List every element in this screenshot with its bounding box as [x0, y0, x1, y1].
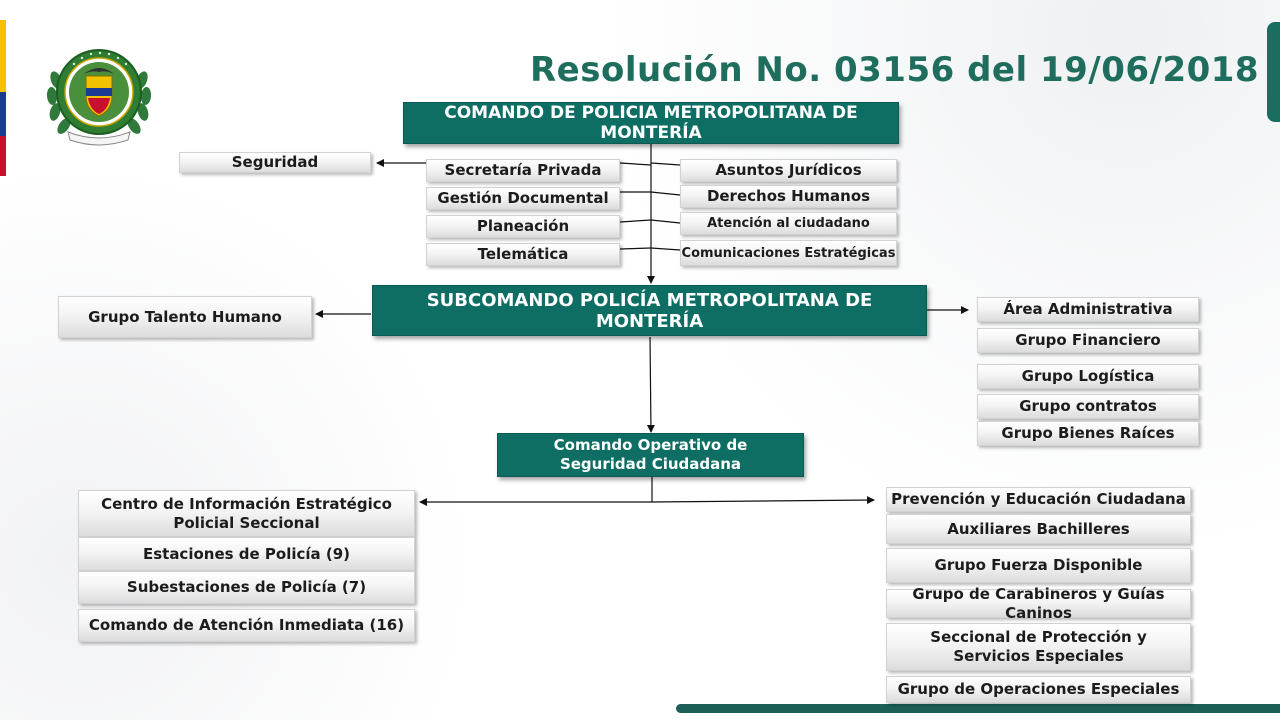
- unit-label: Estaciones de Policía (9): [142, 544, 351, 563]
- staff-right-item: Asuntos Jurídicos: [680, 159, 897, 182]
- unit-label: Atención al ciudadano: [707, 216, 870, 231]
- admin-unit-item: Grupo Bienes Raíces: [977, 421, 1199, 446]
- operational-right-item: Grupo de Operaciones Especiales: [886, 676, 1191, 703]
- unit-seguridad: Seguridad: [179, 152, 371, 173]
- unit-label: Comunicaciones Estratégicas: [681, 245, 896, 261]
- unit-label: Telemática: [477, 245, 569, 263]
- subcommander-box: SUBCOMANDO POLICÍA METROPOLITANA DE MONT…: [372, 285, 927, 336]
- unit-label: Seccional de Protección y Servicios Espe…: [930, 628, 1147, 665]
- unit-label: Secretaría Privada: [444, 161, 602, 179]
- unit-label: Grupo de Operaciones Especiales: [897, 680, 1180, 698]
- unit-label: Gestión Documental: [437, 189, 609, 207]
- operational-left-item: Estaciones de Policía (9): [78, 537, 415, 571]
- staff-left-item: Secretaría Privada: [426, 159, 620, 182]
- unit-label: Seguridad: [231, 153, 319, 171]
- unit-label: Auxiliares Bachilleres: [947, 519, 1130, 538]
- commander-label: COMANDO DE POLICIA METROPOLITANA DE MONT…: [444, 103, 858, 143]
- admin-unit-item: Área Administrativa: [977, 297, 1199, 322]
- unit-label: Grupo contratos: [1019, 397, 1157, 415]
- commander-box: COMANDO DE POLICIA METROPOLITANA DE MONT…: [403, 102, 899, 144]
- staff-right-item: Derechos Humanos: [680, 185, 897, 208]
- unit-label: Grupo Fuerza Disponible: [934, 556, 1143, 574]
- right-accent-tab: [1267, 22, 1280, 122]
- unit-label: Área Administrativa: [1003, 300, 1173, 318]
- unit-label: Grupo de Carabineros y Guías Caninos: [912, 584, 1165, 622]
- admin-unit-item: Grupo contratos: [977, 394, 1199, 419]
- operational-command-label: Comando Operativo de Seguridad Ciudadana: [553, 436, 748, 473]
- unit-label: Grupo Financiero: [1015, 331, 1161, 349]
- unit-label: Grupo Talento Humano: [88, 307, 282, 326]
- bottom-accent-bar: [676, 704, 1280, 713]
- operational-left-item: Comando de Atención Inmediata (16): [78, 609, 415, 642]
- operational-left-item: Subestaciones de Policía (7): [78, 571, 415, 604]
- staff-left-item: Planeación: [426, 215, 620, 238]
- unit-label: Centro de Información Estratégico Polici…: [101, 494, 392, 532]
- operational-left-item: Centro de Información Estratégico Polici…: [78, 490, 415, 537]
- unit-label: Asuntos Jurídicos: [715, 161, 862, 179]
- staff-right-item: Comunicaciones Estratégicas: [680, 240, 897, 266]
- unit-label: Prevención y Educación Ciudadana: [891, 490, 1186, 508]
- unit-label: Grupo Logística: [1021, 367, 1155, 385]
- operational-right-item: Grupo de Carabineros y Guías Caninos: [886, 585, 1191, 622]
- police-seal-logo: [46, 49, 152, 146]
- subcommander-label: SUBCOMANDO POLICÍA METROPOLITANA DE MONT…: [426, 289, 873, 332]
- flag-stripe-blue: [0, 92, 6, 136]
- operational-right-item: Prevención y Educación Ciudadana: [886, 487, 1191, 512]
- unit-talento-humano: Grupo Talento Humano: [58, 296, 312, 338]
- unit-label: Comando de Atención Inmediata (16): [88, 616, 405, 634]
- admin-unit-item: Grupo Financiero: [977, 328, 1199, 353]
- operational-right-item: Auxiliares Bachilleres: [886, 514, 1191, 544]
- page-title: Resolución No. 03156 del 19/06/2018: [530, 50, 1260, 90]
- unit-label: Grupo Bienes Raíces: [1001, 424, 1175, 442]
- operational-right-item: Seccional de Protección y Servicios Espe…: [886, 623, 1191, 671]
- admin-unit-item: Grupo Logística: [977, 364, 1199, 389]
- operational-right-item: Grupo Fuerza Disponible: [886, 548, 1191, 583]
- flag-stripe-yellow: [0, 20, 6, 92]
- staff-right-item: Atención al ciudadano: [680, 212, 897, 235]
- unit-label: Planeación: [476, 217, 570, 235]
- staff-left-item: Gestión Documental: [426, 187, 620, 210]
- unit-label: Derechos Humanos: [706, 187, 871, 205]
- unit-label: Subestaciones de Policía (7): [126, 578, 367, 596]
- operational-command-box: Comando Operativo de Seguridad Ciudadana: [497, 433, 804, 477]
- staff-left-item: Telemática: [426, 243, 620, 266]
- flag-stripe-red: [0, 136, 6, 176]
